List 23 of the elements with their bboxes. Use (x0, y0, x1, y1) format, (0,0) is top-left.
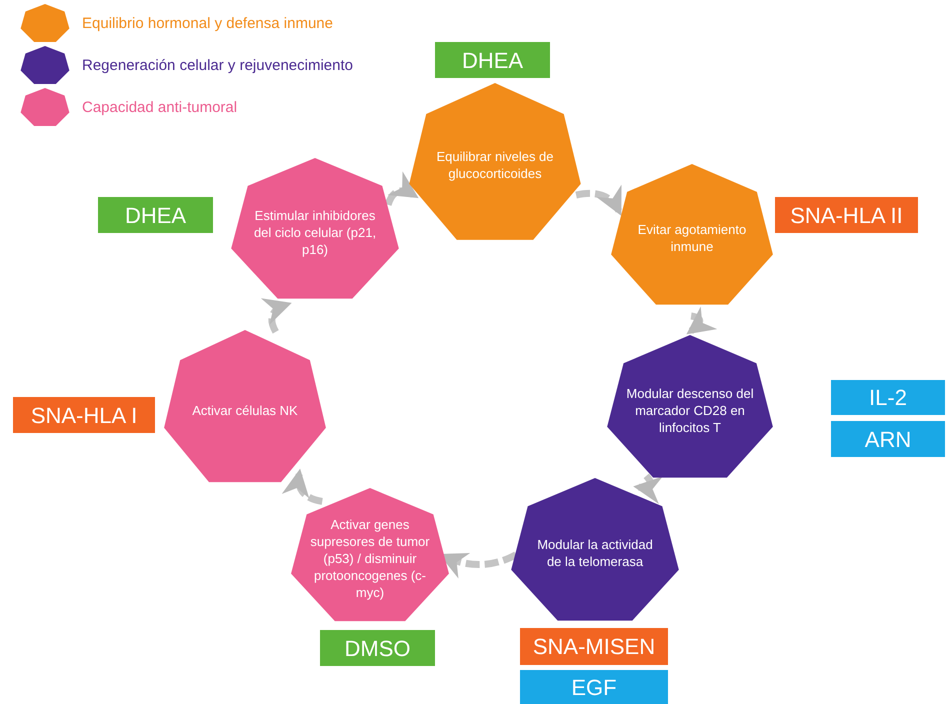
tag-box: ARN (831, 421, 945, 457)
chevron-arrow (633, 474, 663, 504)
node-text: Evitar agotamiento inmune (636, 221, 748, 255)
node-text: Modular la actividad de la telomerasa (536, 536, 654, 570)
tag-box: IL-2 (831, 380, 945, 415)
node-text: Equilibrar niveles de glucocorticoides (435, 148, 555, 182)
legend-label: Equilibrio hormonal y defensa inmune (82, 14, 333, 34)
tag-box: DHEA (98, 197, 213, 233)
legend-label: Capacidad anti-tumoral (82, 98, 238, 118)
node-text: Activar genes supresores de tumor (p53) / disminuir protooncogenes (c-myc) (309, 516, 431, 600)
tag-box: EGF (520, 670, 668, 704)
tag-box: DMSO (320, 630, 435, 666)
chevron-arrow (384, 172, 419, 206)
node-text: Estimular inhibidores del ciclo celular (p21, p16) (252, 206, 378, 258)
tag-box: DHEA (435, 42, 550, 78)
chevron-arrow (686, 306, 718, 334)
tag-box: SNA-HLA II (775, 197, 918, 233)
chevron-arrow (575, 184, 622, 216)
tag-box: SNA-HLA I (13, 397, 155, 433)
node-text: Modular descenso del marcador CD28 en linfocitos T (625, 384, 755, 436)
tag-box: SNA-MISEN (520, 628, 668, 665)
legend-label: Regeneración celular y rejuvenecimiento (82, 56, 353, 76)
node-text: Activar células NK (192, 402, 298, 418)
